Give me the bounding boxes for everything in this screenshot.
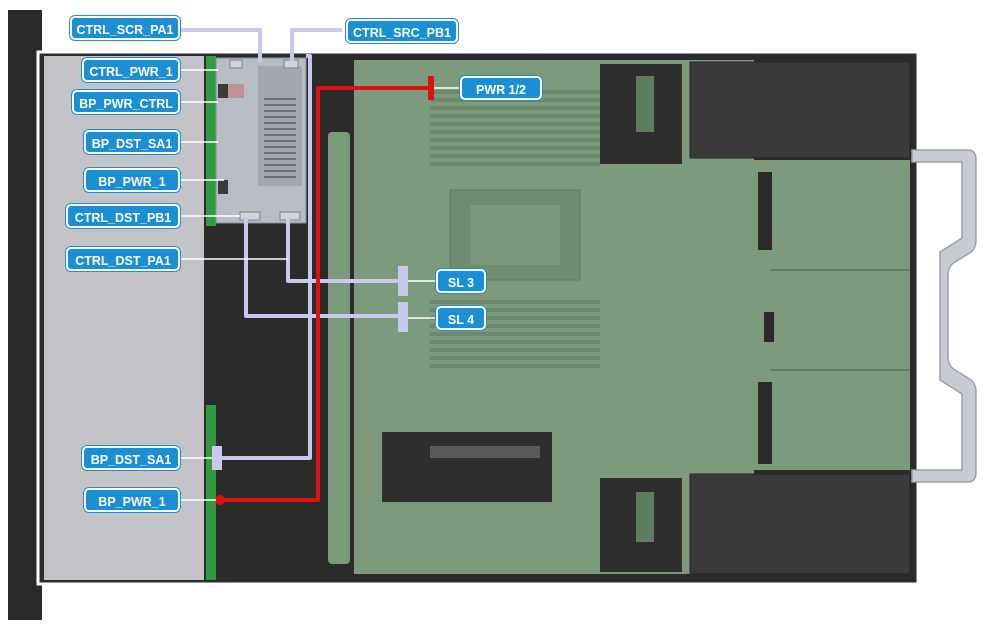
label-bp-pwr-1-top: BP_PWR_1	[84, 168, 180, 192]
label-ctrl-src-pb1: CTRL_SRC_PB1	[346, 19, 458, 43]
controller-pwr-connector	[218, 84, 228, 98]
front-rail	[8, 10, 42, 620]
label-pwr-1-2: PWR 1/2	[460, 76, 542, 100]
rear-port-1	[758, 172, 772, 250]
leader-lines	[180, 69, 462, 501]
label-ctrl-scr-pa1: CTRL_SCR_PA1	[70, 16, 180, 40]
power-cable	[222, 86, 432, 502]
label-ctrl-dst-pb1: CTRL_DST_PB1	[66, 204, 180, 228]
psu-bottom	[689, 473, 911, 575]
dimm-slots-lower	[430, 300, 600, 368]
dimm-slots-upper	[430, 90, 600, 166]
controller-heatsink-fins	[264, 98, 296, 178]
pcie-riser-slot	[382, 432, 552, 502]
label-sl-3: SL 3	[436, 269, 486, 293]
rear-port-3	[758, 382, 772, 464]
label-ctrl-pwr-1: CTRL_PWR_1	[82, 58, 180, 82]
backplane-bottom	[206, 405, 216, 580]
pwr-connector-mb	[428, 76, 434, 100]
ctrl-pwr-cable-stub	[228, 84, 244, 98]
cpu-socket-inner	[470, 205, 560, 265]
label-ctrl-dst-pa1: CTRL_DST_PA1	[66, 247, 180, 271]
sl3-connector	[398, 266, 408, 296]
rear-io-panel	[754, 160, 910, 470]
chassis-handle	[911, 149, 977, 483]
rear-port-2	[764, 312, 774, 342]
controller-heatsink	[258, 66, 302, 186]
signal-cables	[180, 28, 402, 460]
label-bp-pwr-1-bottom: BP_PWR_1	[84, 488, 180, 512]
label-sl-4: SL 4	[436, 306, 486, 330]
label-bp-dst-sa1-bottom: BP_DST_SA1	[82, 446, 180, 470]
label-bp-pwr-ctrl: BP_PWR_CTRL	[72, 90, 180, 114]
pwr-connector-bp	[215, 495, 225, 505]
label-bp-dst-sa1-top: BP_DST_SA1	[84, 130, 180, 154]
controller-pwr-connector-2	[218, 180, 228, 194]
psu-top	[689, 61, 911, 159]
upper-right-block-port	[636, 76, 654, 132]
pcie-riser-slot-inner	[430, 446, 540, 458]
controller-connector-c	[239, 211, 261, 221]
backplane-top	[206, 56, 216, 226]
lower-right-block-port	[636, 492, 654, 542]
controller-connector-a	[229, 59, 243, 69]
air-shroud	[328, 132, 350, 564]
sl4-connector	[398, 302, 408, 332]
bp-dst-sa1-bottom-connector	[212, 446, 222, 470]
